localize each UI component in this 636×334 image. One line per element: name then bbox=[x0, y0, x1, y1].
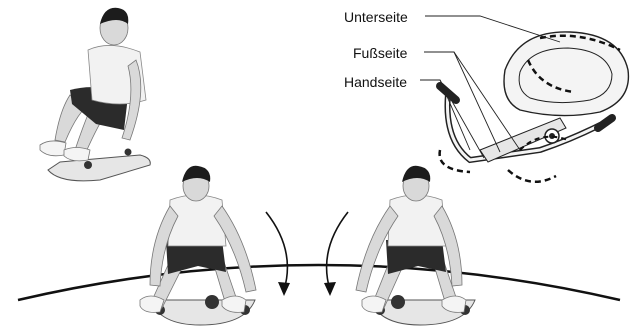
leader-fussseite bbox=[424, 52, 500, 152]
boy-front-view-left bbox=[140, 166, 256, 325]
boy-front-view-right bbox=[356, 166, 475, 325]
motion-arrow-clockwise bbox=[266, 212, 287, 290]
scooter-board bbox=[48, 155, 150, 181]
decorative-arc bbox=[18, 265, 620, 300]
label-handseite: Handseite bbox=[344, 74, 407, 90]
motion-arrow-counterclockwise bbox=[327, 212, 348, 290]
label-unterseite: Unterseite bbox=[344, 9, 408, 25]
label-fussseite: Fußseite bbox=[353, 45, 407, 61]
device-diagram bbox=[420, 16, 628, 182]
handle-right bbox=[598, 118, 612, 128]
boy-sitting-figure bbox=[40, 8, 150, 181]
foot-marking bbox=[508, 170, 556, 182]
